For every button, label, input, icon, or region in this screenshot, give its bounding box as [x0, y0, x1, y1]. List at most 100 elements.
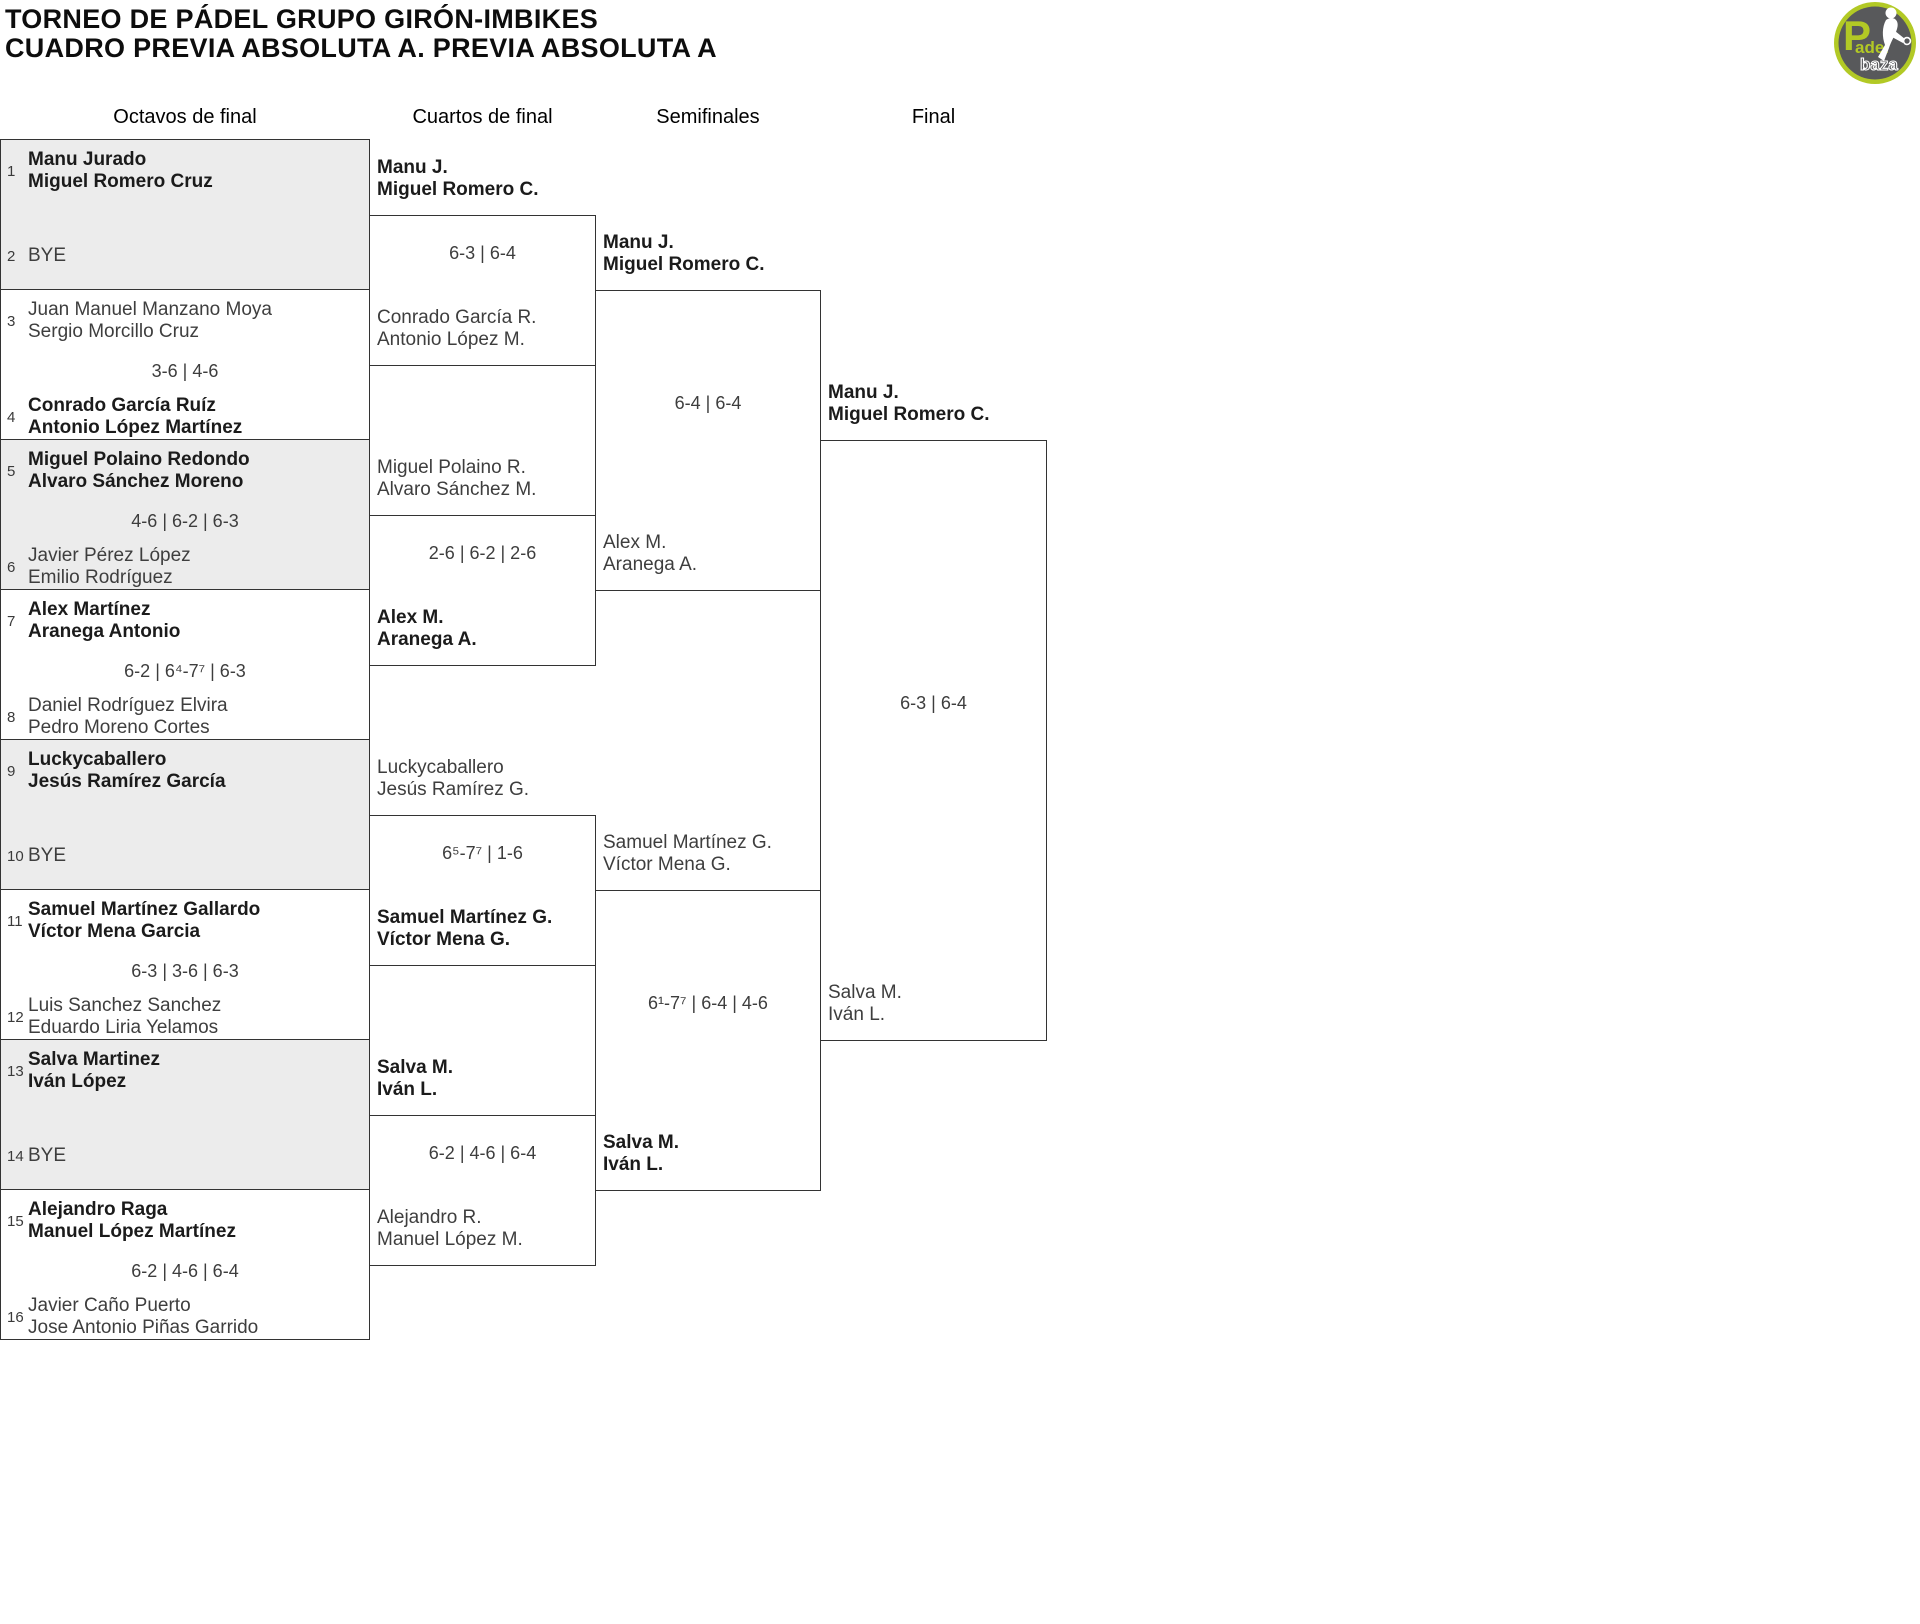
team-slot-cuartos-4a: Salva M.Iván L.: [377, 1057, 453, 1101]
tournament-title-line1: TORNEO DE PÁDEL GRUPO GIRÓN-IMBIKES: [5, 4, 599, 34]
bye-label: BYE: [28, 845, 67, 866]
team-slot: 14 BYE: [1, 1145, 66, 1167]
match-score: 6¹-7⁷ | 6-4 | 4-6: [648, 993, 768, 1013]
team-slot-final-b: Salva M.Iván L.: [828, 982, 902, 1026]
team-player-2: Aranega Antonio: [28, 621, 181, 642]
club-logo: P adel baza: [1834, 2, 1916, 84]
match-score: 3-6 | 4-6: [151, 361, 219, 381]
tournament-title-line2: CUADRO PREVIA ABSOLUTA A. PREVIA ABSOLUT…: [5, 32, 717, 63]
team-player-1: Javier Pérez López: [28, 545, 191, 566]
team-player-2: Manuel López M.: [377, 1229, 523, 1250]
team-player-2: Alvaro Sánchez M.: [377, 479, 537, 500]
round-header-octavos: Octavos de final: [113, 106, 257, 128]
team-player-2: Iván L.: [603, 1154, 664, 1175]
team-player-1: Salva Martinez: [28, 1049, 160, 1070]
seed-number: 14: [7, 1147, 24, 1165]
seed-number: 12: [7, 1008, 24, 1026]
match-box-cuartos-4: [369, 1115, 596, 1266]
team-player-2: Aranega A.: [377, 629, 477, 650]
bye-label: BYE: [28, 245, 67, 266]
seed-number: 2: [7, 247, 16, 265]
team-player-2: Pedro Moreno Cortes: [28, 717, 210, 738]
match-score: 6-3 | 3-6 | 6-3: [131, 961, 239, 981]
team-player-1: Samuel Martínez G.: [377, 907, 553, 928]
match-score: 6⁵-7⁷ | 1-6: [442, 843, 523, 863]
team-slot-cuartos-3b: Samuel Martínez G.Víctor Mena G.: [377, 907, 552, 951]
seed-number: 15: [7, 1212, 24, 1230]
team-player-1: Salva M.: [377, 1057, 454, 1078]
team-slot-semifinal-2a: Samuel Martínez G.Víctor Mena G.: [603, 832, 772, 876]
team-player-1: Luis Sanchez Sanchez: [28, 995, 222, 1016]
match-score: 6-2 | 4-6 | 6-4: [131, 1261, 239, 1281]
team-player-1: Juan Manuel Manzano Moya: [28, 299, 272, 320]
team-player-2: Víctor Mena Garcia: [28, 921, 201, 942]
match-box-cuartos-1: [369, 215, 596, 366]
page-title: TORNEO DE PÁDEL GRUPO GIRÓN-IMBIKES CUAD…: [5, 5, 717, 62]
team-player-1: Javier Caño Puerto: [28, 1295, 191, 1316]
seed-number: 11: [7, 912, 23, 930]
team-slot: 10 BYE: [1, 845, 66, 867]
match-score: 6-4 | 6-4: [674, 393, 742, 413]
match-score: 6-2 | 4-6 | 6-4: [428, 1143, 537, 1163]
match-box-final: [820, 440, 1047, 1041]
team-player-1: Conrado García R.: [377, 307, 537, 328]
match-score: 2-6 | 6-2 | 2-6: [428, 543, 537, 563]
team-player-2: Antonio López Martínez: [28, 417, 243, 438]
seed-number: 9: [7, 762, 16, 780]
padel-ball-icon: [1902, 36, 1912, 46]
team-player-1: Samuel Martínez G.: [603, 832, 772, 853]
team-slot-cuartos-2b: Alex M.Aranega A.: [377, 607, 477, 651]
team-player-2: Miguel Romero C.: [377, 179, 539, 200]
seed-number: 7: [7, 612, 16, 630]
team-slot-semifinal-1b: Alex M.Aranega A.: [603, 532, 697, 576]
seed-number: 6: [7, 558, 16, 576]
match-box-cuartos-2: [369, 515, 596, 666]
team-player-2: Víctor Mena G.: [603, 854, 731, 875]
match-box-cuartos-3: [369, 815, 596, 966]
team-player-2: Emilio Rodríguez: [28, 567, 173, 588]
team-slot-cuartos-4b: Alejandro R.Manuel López M.: [377, 1207, 523, 1251]
team-slot-semifinal-2b: Salva M.Iván L.: [603, 1132, 679, 1176]
team-player-2: Eduardo Liria Yelamos: [28, 1017, 219, 1038]
team-player-1: Miguel Polaino Redondo: [28, 449, 250, 470]
team-slot: 2 BYE: [1, 245, 66, 267]
team-player-2: Iván L.: [828, 1004, 886, 1025]
team-player-2: Sergio Morcillo Cruz: [28, 321, 200, 342]
team-slot-semifinal-1a: Manu J.Miguel Romero C.: [603, 232, 765, 276]
match-score: 4-6 | 6-2 | 6-3: [131, 511, 239, 531]
team-player-1: Alex M.: [377, 607, 444, 628]
team-player-1: Daniel Rodríguez Elvira: [28, 695, 228, 716]
team-player-1: Alex M.: [603, 532, 667, 553]
team-player-1: Salva M.: [828, 982, 902, 1003]
team-player-1: Manu J.: [828, 382, 899, 403]
padel-player-silhouette: [1878, 7, 1905, 61]
seed-number: 1: [7, 162, 16, 180]
seed-number: 8: [7, 708, 16, 726]
team-player-1: Luckycaballero: [377, 757, 504, 778]
team-slot-cuartos-1a: Manu J.Miguel Romero C.: [377, 157, 539, 201]
team-player-2: Jesús Ramírez G.: [377, 779, 530, 800]
team-player-1: Alex Martínez: [28, 599, 151, 620]
team-player-2: Iván López: [28, 1071, 127, 1092]
seed-number: 10: [7, 847, 24, 865]
team-player-1: Miguel Polaino R.: [377, 457, 526, 478]
match-score: 6-3 | 6-4: [449, 243, 516, 263]
team-player-1: Luckycaballero: [28, 749, 167, 770]
team-player-1: Manu J.: [603, 232, 674, 253]
team-player-1: Manu Jurado: [28, 149, 147, 170]
